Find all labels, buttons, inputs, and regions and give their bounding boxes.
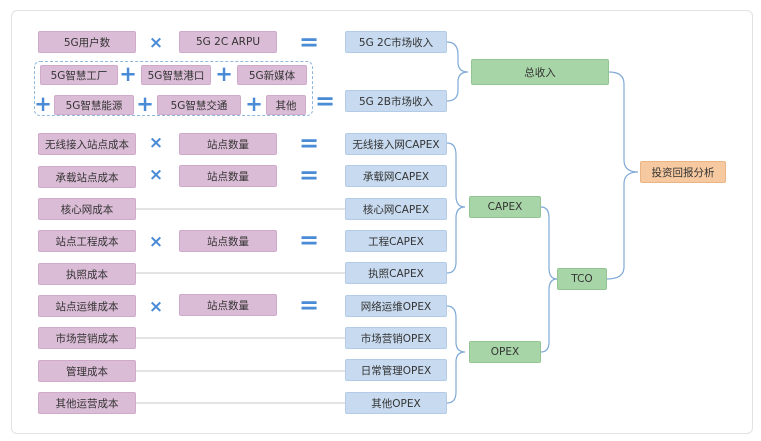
node-capex[interactable]: CAPEX [469,196,541,218]
node-ran-capex[interactable]: 无线接入网CAPEX [345,133,447,155]
bracket-tco [540,206,558,353]
node-smart-port[interactable]: 5G智慧港口 [141,65,211,85]
node-5g-2c-arpu[interactable]: 5G 2C ARPU [179,31,277,53]
node-total-revenue[interactable]: 总收入 [471,59,609,85]
node-other-operating-cost[interactable]: 其他运营成本 [38,392,136,414]
node-license-cost[interactable]: 执照成本 [38,263,136,285]
node-ran-site-cost[interactable]: 无线接入站点成本 [38,133,136,155]
node-5g-2c-revenue[interactable]: 5G 2C市场收入 [345,31,447,53]
node-opex[interactable]: OPEX [469,341,541,363]
node-transport-capex[interactable]: 承载网CAPEX [345,165,447,187]
node-site-count[interactable]: 站点数量 [179,230,277,252]
node-transport-site-cost[interactable]: 承载站点成本 [38,166,136,188]
node-other-industry[interactable]: 其他 [266,95,306,115]
equals-operator: = [298,28,320,56]
bracket-revenue [446,41,469,102]
node-site-count[interactable]: 站点数量 [179,133,277,155]
node-license-capex[interactable]: 执照CAPEX [345,262,447,284]
bracket-opex [446,305,466,404]
bracket-final [606,71,639,280]
equals-operator: = [298,226,320,254]
times-operator: × [148,231,164,252]
node-smart-factory[interactable]: 5G智慧工厂 [40,65,118,85]
node-smart-energy[interactable]: 5G智慧能源 [54,95,134,115]
plus-operator: + [119,61,137,86]
node-site-om-cost[interactable]: 站点运维成本 [38,295,136,317]
b2c-industry-group [34,61,313,116]
node-smart-transport[interactable]: 5G智慧交通 [157,95,241,115]
node-site-count[interactable]: 站点数量 [179,165,277,187]
plus-operator: + [34,91,52,116]
node-new-media[interactable]: 5G新媒体 [237,65,307,85]
times-operator: × [148,164,164,185]
bracket-capex [446,142,466,274]
node-core-capex[interactable]: 核心网CAPEX [345,198,447,220]
plus-operator: + [215,61,233,86]
equals-operator: = [298,161,320,189]
plus-operator: + [136,91,154,116]
node-5g-2b-revenue[interactable]: 5G 2B市场收入 [345,90,447,112]
node-management-opex[interactable]: 日常管理OPEX [345,359,447,381]
node-marketing-cost[interactable]: 市场营销成本 [38,327,136,349]
node-core-cost[interactable]: 核心网成本 [38,198,136,220]
node-site-engineering-cost[interactable]: 站点工程成本 [38,230,136,252]
node-marketing-opex[interactable]: 市场营销OPEX [345,327,447,349]
node-engineering-capex[interactable]: 工程CAPEX [345,230,447,252]
plus-operator: + [245,91,263,116]
equals-operator: = [298,129,320,157]
node-other-opex[interactable]: 其他OPEX [345,392,447,414]
times-operator: × [148,32,164,53]
times-operator: × [148,296,164,317]
node-site-count[interactable]: 站点数量 [179,294,277,316]
node-management-cost[interactable]: 管理成本 [38,360,136,382]
node-network-om-opex[interactable]: 网络运维OPEX [345,295,447,317]
node-5g-users[interactable]: 5G用户数 [38,31,136,53]
node-roi-analysis[interactable]: 投资回报分析 [640,161,726,183]
equals-operator: = [314,87,336,115]
equals-operator: = [298,291,320,319]
node-tco[interactable]: TCO [557,268,607,290]
times-operator: × [148,132,164,153]
